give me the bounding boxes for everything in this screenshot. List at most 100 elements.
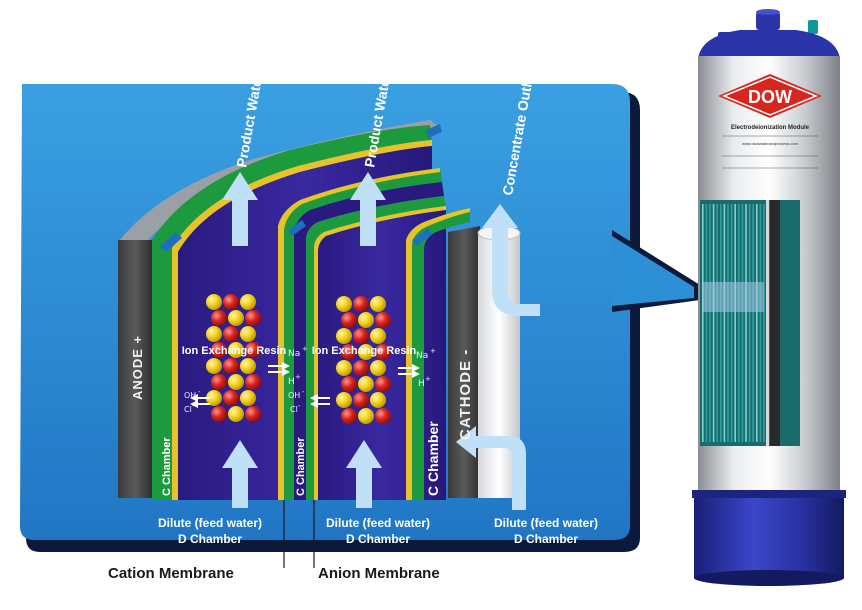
product-water-arrow-2 <box>350 172 386 246</box>
d-chamber-label-1: D Chamber <box>178 532 242 546</box>
cutaway-stripe <box>748 204 751 442</box>
cutaway-stripe <box>756 204 758 442</box>
resin-bead <box>336 392 352 408</box>
resin-bead <box>240 294 256 310</box>
ion-na-1-charge: + <box>302 345 308 353</box>
resin-bead <box>353 360 369 376</box>
anode-electrode <box>118 240 152 498</box>
ion-oh-2-charge: - <box>302 388 305 396</box>
resin-bead <box>375 376 391 392</box>
product-water-arrow-1 <box>222 172 258 246</box>
resin-bead <box>245 310 261 326</box>
cathode-label: CATHODE - <box>457 349 474 440</box>
resin-bead <box>341 376 357 392</box>
resin-bead <box>240 358 256 374</box>
resin-bead <box>336 296 352 312</box>
resin-bead <box>206 358 222 374</box>
module-base-bottom <box>694 570 844 586</box>
c-chamber-label-3: C Chamber <box>425 421 441 496</box>
anion-membrane-2-edge <box>406 208 470 500</box>
resin-bead <box>206 326 222 342</box>
resin-bead <box>353 392 369 408</box>
resin-bead <box>228 406 244 422</box>
ion-na-2-charge: + <box>430 347 436 355</box>
edi-module: DOW Electrodeionization Module www.dowwa… <box>692 9 846 586</box>
ion-na-2: Na <box>416 351 428 361</box>
resin-bead <box>336 360 352 376</box>
resin-bead <box>206 294 222 310</box>
resin-bead <box>245 406 261 422</box>
anion-membrane-2 <box>406 208 470 500</box>
cutaway-stripe <box>720 204 722 442</box>
feed-arrow-3 <box>456 426 526 510</box>
cutaway-stripe <box>759 204 762 442</box>
resin-bead <box>341 312 357 328</box>
membrane-cap-2 <box>288 220 306 236</box>
resin-bead <box>370 328 386 344</box>
module-top-port-center-top <box>756 9 780 15</box>
ion-exchange-label-1: Ion Exchange Resin <box>182 345 287 357</box>
ion-h-2: H <box>418 379 425 389</box>
cutaway-stripe <box>745 204 747 442</box>
cutaway-stripe <box>723 204 726 442</box>
resin-bead <box>206 390 222 406</box>
resin-bead <box>375 408 391 424</box>
module-core-rod <box>770 200 780 446</box>
ion-transfer-1: Na + H + OH - Cl - <box>184 345 308 414</box>
resin-bead <box>211 310 227 326</box>
resin-bead <box>336 328 352 344</box>
module-core-highlight <box>766 200 769 446</box>
dow-logo-diamond <box>718 74 822 118</box>
dilute-label-3: Dilute (feed water) <box>494 516 598 530</box>
cutaway-stripe <box>712 204 715 442</box>
callout-wedge-inner <box>612 236 694 306</box>
cutaway-stripe <box>734 204 736 442</box>
concentrate-outlet-arrow <box>482 204 540 316</box>
resin-bead <box>228 310 244 326</box>
ion-h-1: H <box>288 377 295 387</box>
dilute-label-2: Dilute (feed water) <box>326 516 430 530</box>
resin-bead <box>353 328 369 344</box>
module-base-ring <box>692 490 846 498</box>
ion-h-2-charge: + <box>425 375 431 383</box>
cutaway-stripe <box>702 204 704 442</box>
d-chamber-label-3: D Chamber <box>514 532 578 546</box>
c-chamber-label-1: C Chamber <box>161 437 173 496</box>
anion-membrane-label: Anion Membrane <box>318 565 440 582</box>
cutaway-stripe <box>741 204 744 442</box>
dilute-label-1: Dilute (feed water) <box>158 516 262 530</box>
resin-bead <box>240 326 256 342</box>
cutaway-stripe <box>727 204 729 442</box>
ion-cl-1: Cl <box>184 405 192 414</box>
ion-oh-2: OH <box>288 391 300 400</box>
membrane-cap-4 <box>426 124 442 138</box>
module-top-port-center <box>756 12 780 30</box>
resin-bead <box>341 408 357 424</box>
resin-beads-2 <box>336 296 391 424</box>
module-cutaway-stripes <box>702 204 765 442</box>
resin-beads-1 <box>206 294 261 422</box>
ion-transfer-2: Na + H + OH - Cl - <box>288 347 436 414</box>
resin-bead <box>358 376 374 392</box>
module-url: www.dowwaterandprocess.com <box>742 141 799 146</box>
feed-arrow-2 <box>346 440 382 508</box>
module-top-port-right <box>808 20 818 34</box>
dow-logo-text: DOW <box>748 87 792 107</box>
ion-cl-2: Cl <box>290 405 298 414</box>
cutaway-stripe <box>763 204 765 442</box>
cutaway-stripe <box>716 204 718 442</box>
module-name: Electrodeionization Module <box>731 125 810 131</box>
c-chamber-middle <box>294 182 444 500</box>
cutaway-stripe <box>705 204 708 442</box>
resin-bead <box>375 312 391 328</box>
resin-bead <box>370 296 386 312</box>
resin-bead <box>228 342 244 358</box>
c-chamber-label-2: C Chamber <box>295 437 307 496</box>
resin-bead <box>375 344 391 360</box>
resin-bead <box>211 374 227 390</box>
resin-bead <box>223 390 239 406</box>
cutaway-stripe <box>738 204 740 442</box>
module-top-dome <box>698 30 840 60</box>
membrane-cap-3 <box>412 228 432 246</box>
anode-label: ANODE + <box>130 335 145 400</box>
